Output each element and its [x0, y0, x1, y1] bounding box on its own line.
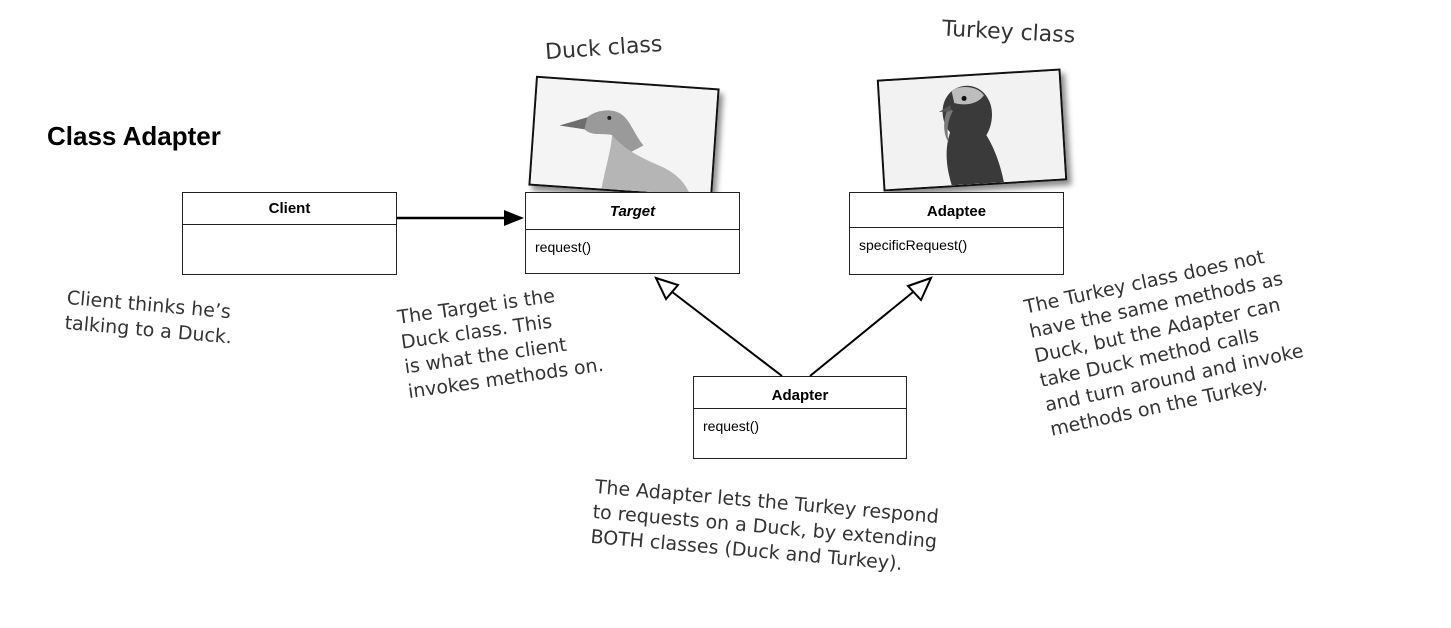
association-arrowhead	[504, 210, 524, 226]
generalization-line-target	[666, 287, 783, 377]
duck-photo	[528, 75, 720, 199]
client-class-box: Client	[182, 192, 397, 275]
adaptee-class-box: Adaptee specificRequest()	[849, 192, 1064, 275]
generalization-triangle-target	[654, 276, 680, 301]
target-class-name: Target	[526, 193, 739, 230]
generalization-line-adaptee	[809, 287, 919, 377]
adaptee-class-name: Adaptee	[850, 193, 1063, 228]
turkey-photo	[876, 68, 1068, 192]
adapter-class-name: Adapter	[694, 377, 906, 409]
target-class-box: Target request()	[525, 192, 740, 274]
adapter-class-method: request()	[703, 418, 760, 434]
adaptee-class-method: specificRequest()	[859, 237, 968, 253]
turkey-icon	[878, 70, 1066, 192]
diagram-title: Class Adapter	[47, 121, 221, 151]
target-class-method: request()	[535, 239, 592, 255]
client-class-name: Client	[183, 193, 396, 225]
adapter-class-box: Adapter request()	[693, 376, 907, 459]
generalization-triangle-adaptee	[906, 276, 933, 302]
